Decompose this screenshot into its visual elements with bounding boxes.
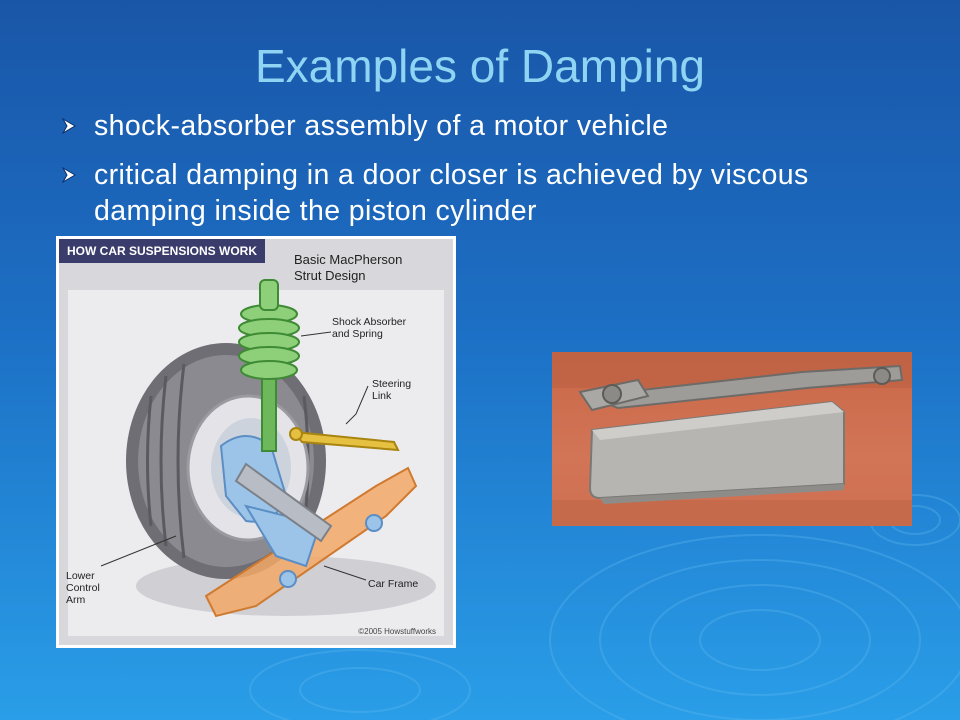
door-closer-drawing <box>552 352 912 526</box>
illustration-copyright: ©2005 Howstuffworks <box>358 627 436 636</box>
illustration-header: HOW CAR SUSPENSIONS WORK <box>59 239 265 263</box>
label-car-frame: Car Frame <box>368 578 419 590</box>
slide-title: Examples of Damping <box>255 40 705 92</box>
macpherson-strut-illustration: HOW CAR SUSPENSIONS WORK <box>56 236 456 648</box>
bullet-text: shock-absorber assembly of a motor vehic… <box>94 110 669 142</box>
label-lower-control-arm: Lower Control Arm <box>66 570 100 606</box>
illustration-title: Basic MacPherson Strut Design <box>294 252 403 283</box>
bullet-list: shock-absorber assembly of a motor vehic… <box>60 108 920 242</box>
strut-drawing <box>100 279 436 618</box>
bullet-item-door-closer: critical damping in a door closer is ach… <box>60 157 920 229</box>
bullet-item-shock-absorber: shock-absorber assembly of a motor vehic… <box>60 108 920 144</box>
bullet-text: critical damping in a door closer is ach… <box>94 159 809 227</box>
label-shock-absorber: Shock Absorber and Spring <box>332 316 407 340</box>
label-steering-link: Steering Link <box>372 378 412 402</box>
arrow-bullet-icon <box>62 118 76 134</box>
door-closer-photo <box>552 352 912 526</box>
arrow-bullet-icon <box>62 167 76 183</box>
